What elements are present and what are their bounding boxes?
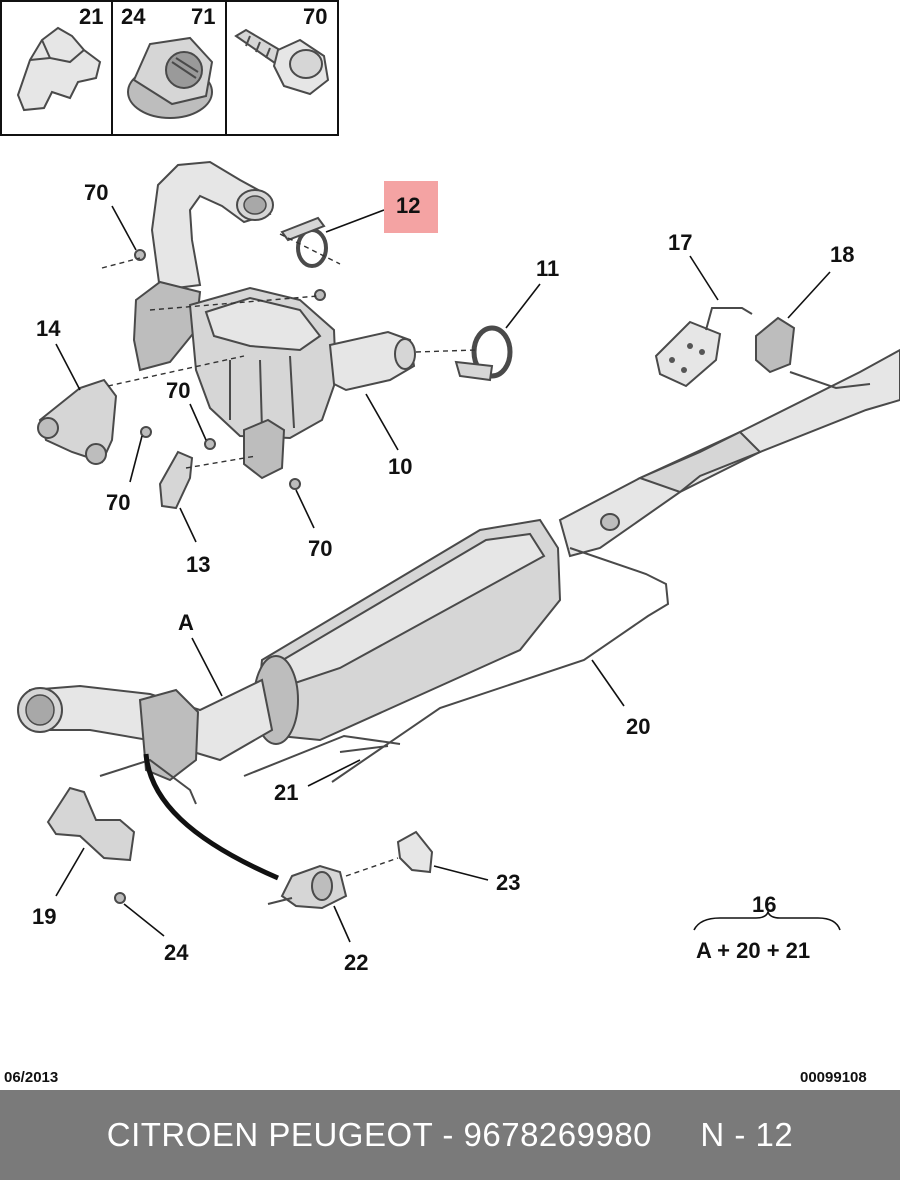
label-70-mid: 70 bbox=[166, 378, 190, 403]
label-12-highlighted: 12 bbox=[396, 193, 420, 218]
lower-parts bbox=[46, 786, 434, 910]
label-22: 22 bbox=[344, 950, 368, 975]
label-A: A bbox=[178, 610, 194, 635]
leader-lines bbox=[55, 205, 831, 943]
label-24: 24 bbox=[164, 940, 189, 965]
caption-bar: CITROEN PEUGEOT - 9678269980 N - 12 bbox=[0, 1090, 900, 1180]
label-70-left: 70 bbox=[106, 490, 130, 515]
flange-nut-icon bbox=[127, 36, 214, 119]
inset-fasteners: 21 24 71 70 bbox=[0, 0, 339, 136]
label-17: 17 bbox=[668, 230, 692, 255]
label-14: 14 bbox=[36, 316, 61, 341]
label-21: 21 bbox=[274, 780, 298, 805]
highlight-box-12 bbox=[384, 181, 438, 233]
inset-label-70: 70 bbox=[303, 4, 327, 29]
label-20: 20 bbox=[626, 714, 650, 739]
hanger-parts bbox=[654, 307, 796, 388]
label-11: 11 bbox=[536, 256, 559, 281]
diagram-date: 06/2013 bbox=[4, 1069, 58, 1086]
label-13: 13 bbox=[186, 552, 210, 577]
diagram-number: 00099108 bbox=[800, 1069, 867, 1086]
kit-16-formula: A + 20 + 21 bbox=[696, 938, 810, 963]
bolt-icon bbox=[234, 28, 330, 96]
inset-label-24: 24 bbox=[121, 4, 146, 29]
inset-label-71: 71 bbox=[191, 4, 215, 29]
parts-diagram: 21 24 71 70 bbox=[0, 0, 900, 1086]
inset-label-21: 21 bbox=[79, 4, 103, 29]
label-70-top: 70 bbox=[84, 180, 108, 205]
upper-assembly bbox=[37, 160, 513, 510]
label-19: 19 bbox=[32, 904, 56, 929]
label-23: 23 bbox=[496, 870, 520, 895]
part-caption: CITROEN PEUGEOT - 9678269980 N - 12 bbox=[106, 1116, 794, 1153]
main-exhaust bbox=[17, 348, 900, 881]
label-18: 18 bbox=[830, 242, 854, 267]
kit-legend-16: 16 A + 20 + 21 bbox=[693, 892, 841, 963]
label-10: 10 bbox=[388, 454, 412, 479]
label-70-bottom: 70 bbox=[308, 536, 332, 561]
clip-part-icon bbox=[16, 26, 102, 112]
label-16: 16 bbox=[752, 892, 776, 917]
